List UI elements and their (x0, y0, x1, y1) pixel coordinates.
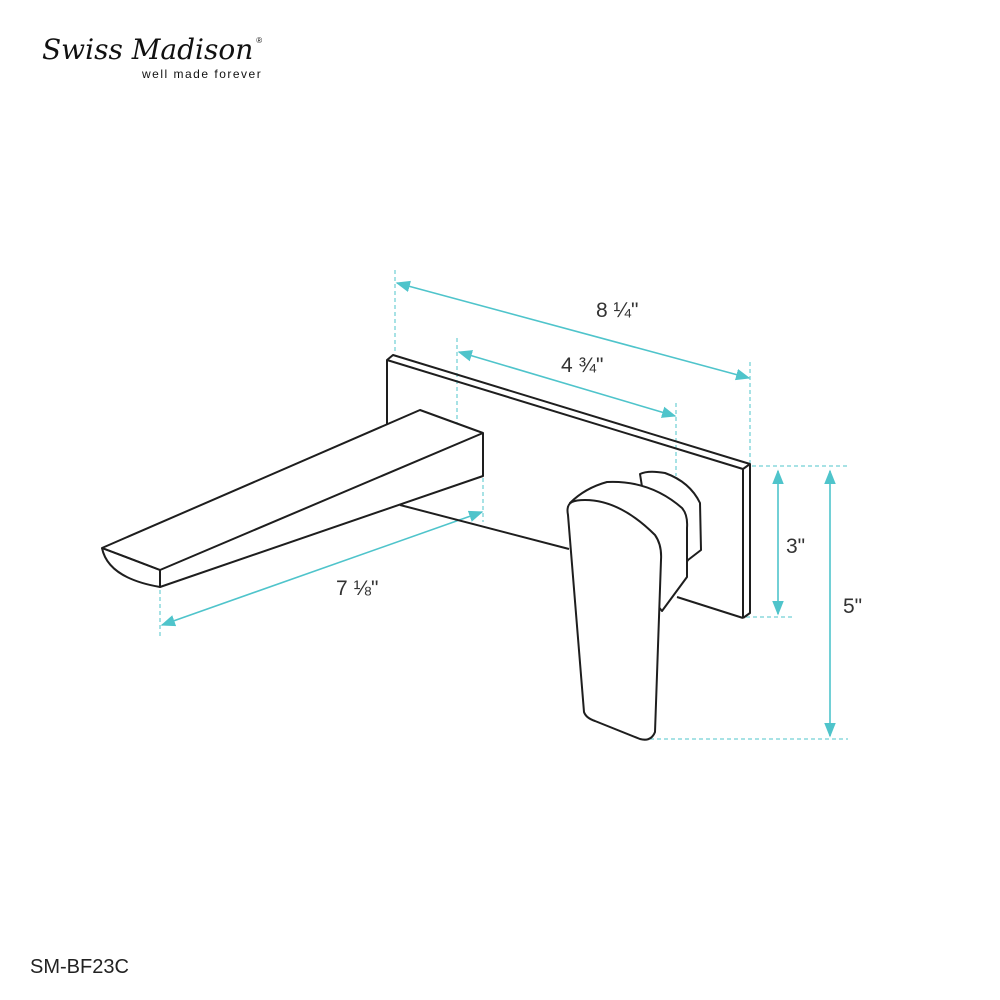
brand-name: Swiss Madison (42, 33, 254, 66)
label-plate-width: 8 ¼" (596, 299, 638, 322)
spout (101, 409, 484, 588)
label-valve-offset: 4 ¾" (561, 354, 603, 377)
brand-tagline: well made forever (142, 67, 263, 81)
dim-line-spout-length (160, 510, 484, 627)
label-overall-height: 5" (843, 595, 862, 618)
model-number: SM-BF23C (30, 956, 129, 978)
registered-mark: ® (256, 36, 263, 45)
wall-plate (386, 354, 751, 619)
label-spout-length: 7 ⅛" (336, 577, 378, 600)
dim-line-plate-width (395, 280, 751, 381)
label-plate-height: 3" (786, 535, 805, 558)
dim-line-valve-offset (457, 350, 677, 418)
brand-logo: Swiss Madison ® well made forever (42, 34, 342, 82)
handle-lever (566, 499, 663, 741)
handle (566, 470, 702, 741)
brand-name-row: Swiss Madison ® (42, 34, 342, 66)
